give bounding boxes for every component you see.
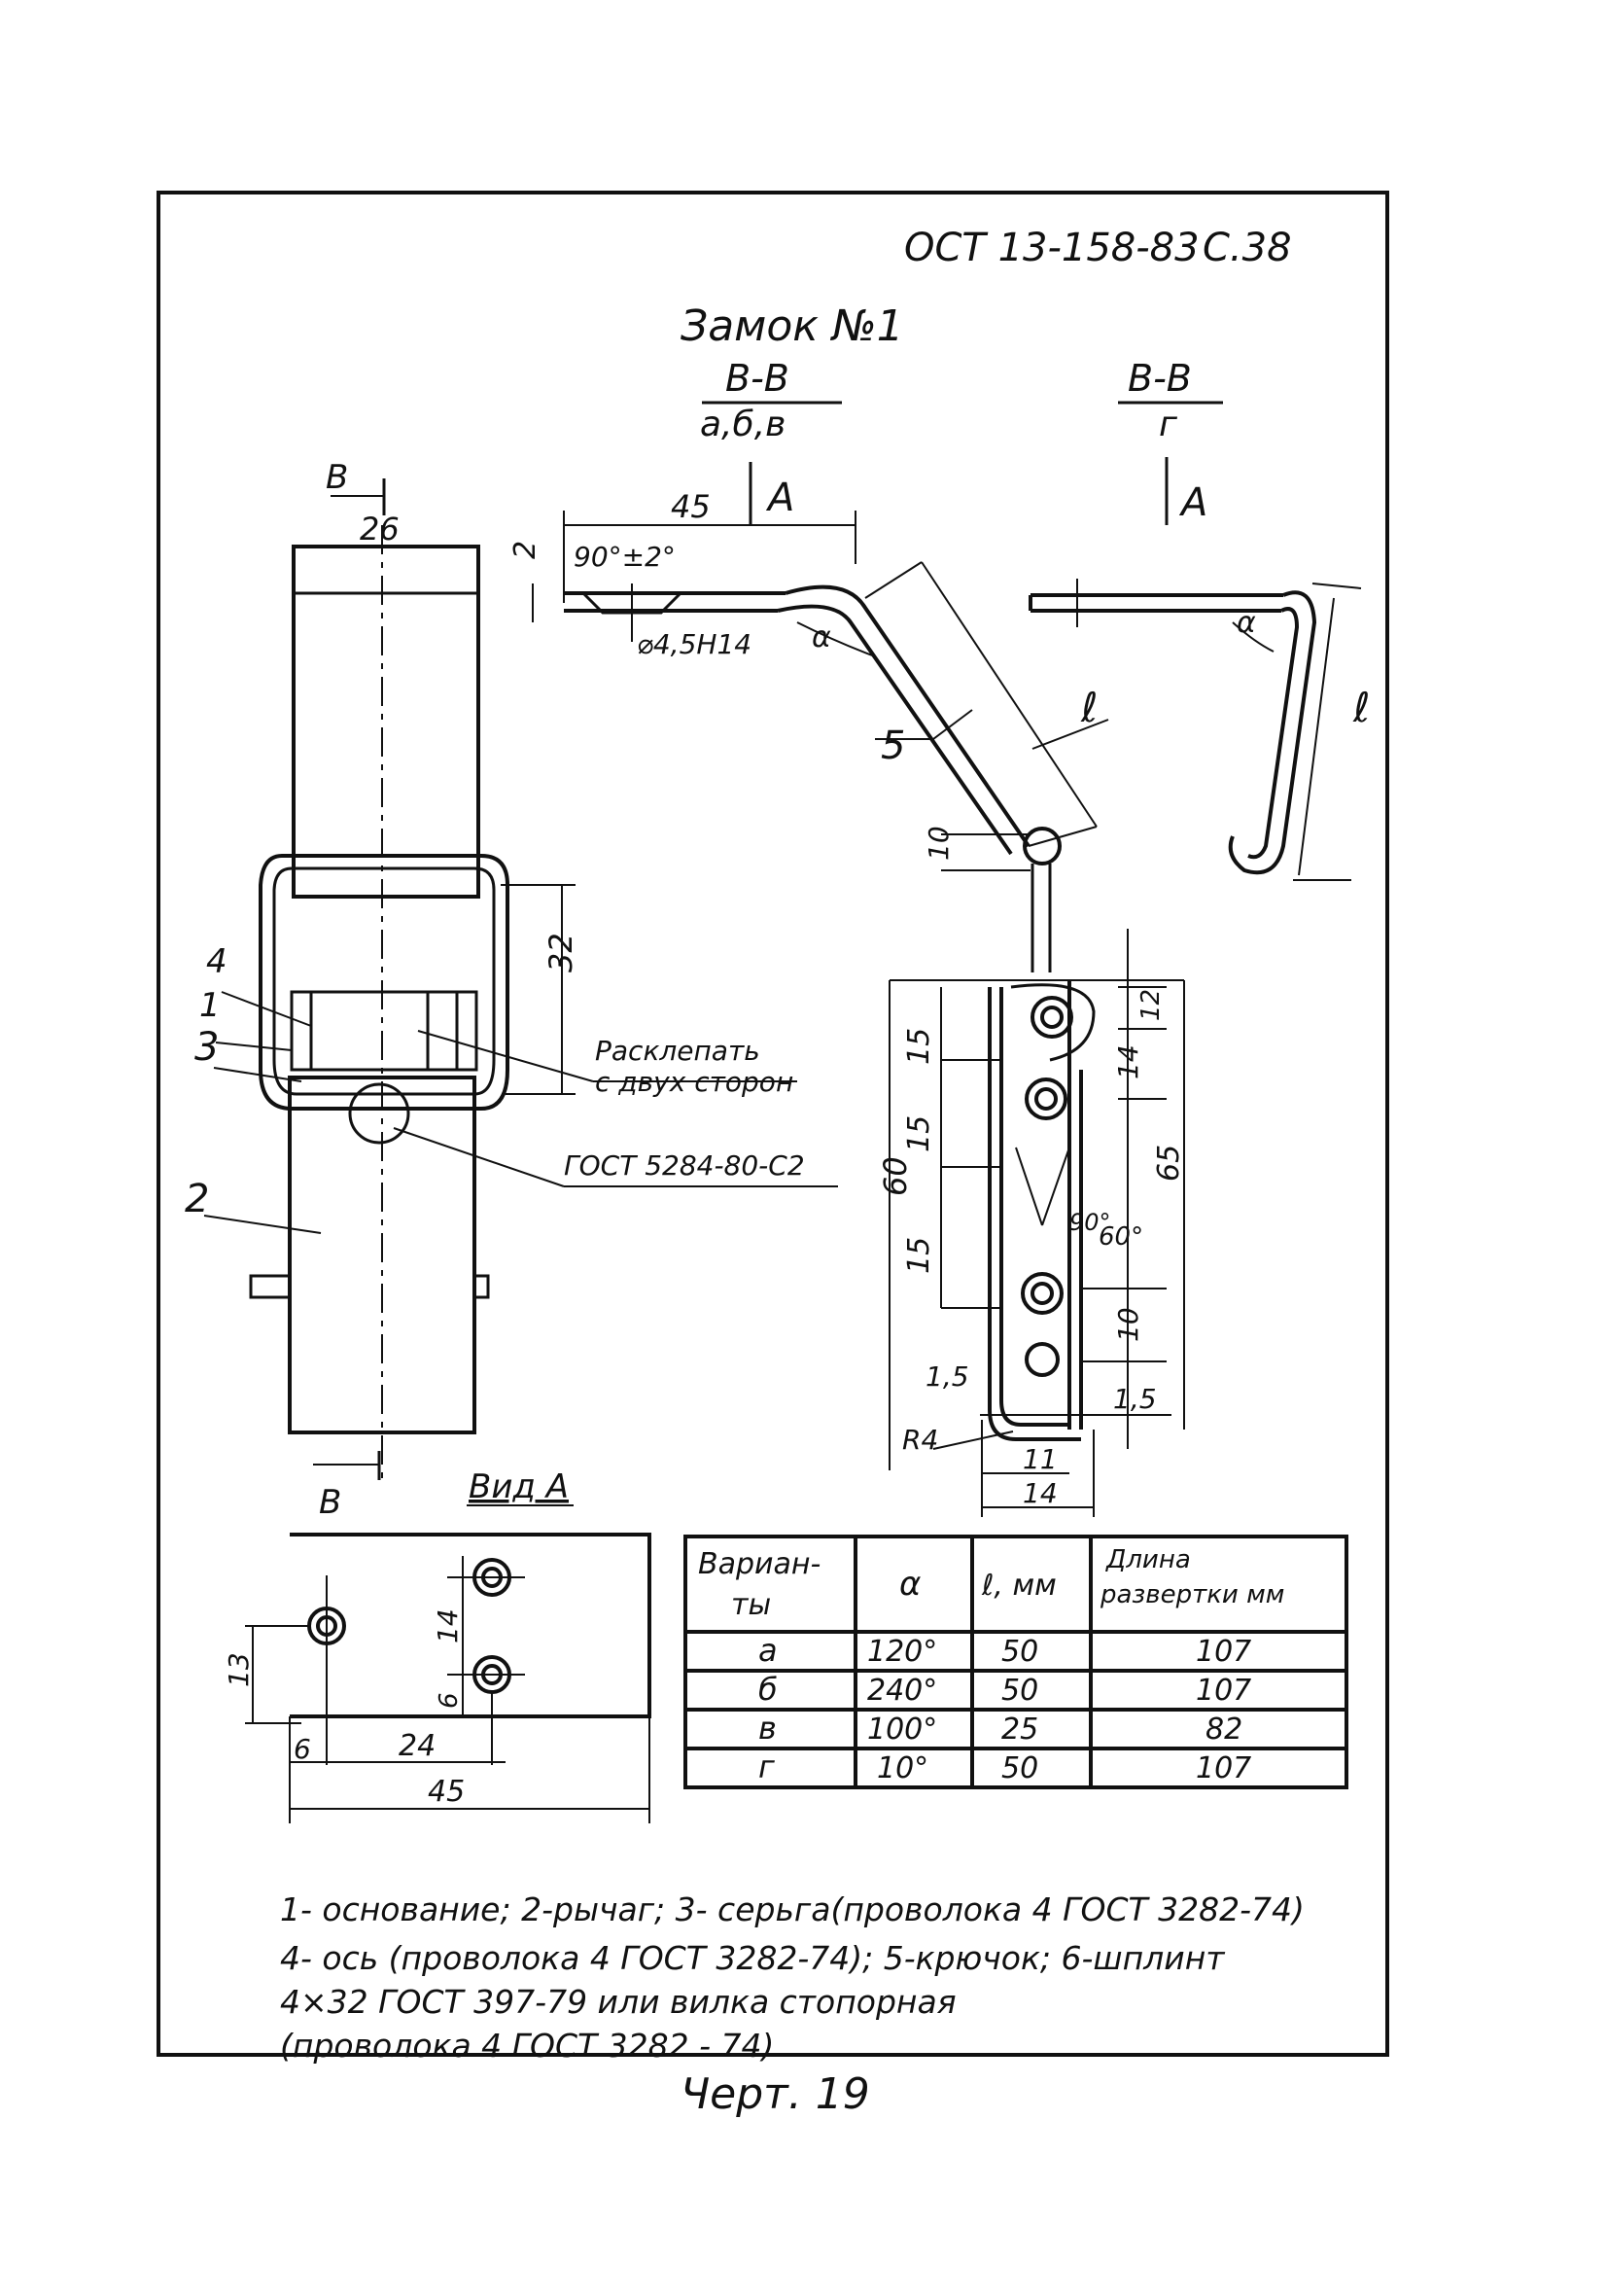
table-cell-l: 25 [1001,1713,1038,1747]
rivet-note-line1: Расклепать [595,1035,760,1067]
legend-line-1: 1- основание; 2-рычаг; 3- серьга(проволо… [280,1890,1305,1928]
dim-14-side: 14 [1112,1044,1144,1079]
side-section-view [889,929,1185,1517]
length-l-g: ℓ [1352,684,1370,731]
view-a-mark-main: А [765,476,794,520]
gost-reference: ГОСТ 5284-80-С2 [564,1149,805,1182]
variants-table [683,1535,1348,1789]
section-mark-top: В [326,458,348,497]
table-header-variants-2: ты [731,1588,771,1622]
dim-13: 13 [223,1652,255,1687]
table-cell-alpha: 10° [877,1751,928,1785]
callout-1: 1 [199,986,221,1025]
section-label-main-bottom: а,б,в [700,405,786,444]
table-cell-variant: г [758,1748,775,1785]
dim-width-26: 26 [360,511,400,548]
dim-45: 45 [671,488,711,525]
legend-line-2: 4- ось (проволока 4 ГОСТ 3282-74); 5-крю… [280,1939,1226,1977]
dim-r4: R4 [902,1424,938,1456]
section-label-variant-g: В-В г [1118,357,1223,444]
dim-15-b: 15 [902,1115,936,1152]
drawing-number: Черт. 19 [681,2069,870,2119]
dim-60: 60 [877,1156,914,1196]
angle-60: 60° [1099,1222,1143,1252]
dim-32: 32 [542,933,579,972]
page-number: С.38 [1203,226,1292,270]
dim-15-c: 15 [902,1237,936,1274]
dim-6-vertical: 6 [435,1692,464,1709]
dim-14-bottom: 14 [1023,1477,1058,1509]
table-cell-l: 50 [1001,1751,1038,1785]
view-a-title: Вид А [469,1467,569,1506]
dim-65: 65 [1152,1145,1186,1182]
table-cell-variant: а [758,1632,778,1669]
table-header-variants-1: Вариан- [698,1547,821,1581]
dim-6: 6 [294,1733,311,1765]
section-view-g [1029,457,1362,881]
section-label-g-top: В-В [1128,357,1192,400]
table-cell-length: 82 [1205,1713,1242,1747]
dim-thickness-2: 2 [508,541,542,559]
rivet-note-line2: с двух сторон [595,1066,793,1098]
table-cell-l: 50 [1001,1635,1038,1669]
callout-3: 3 [194,1025,219,1070]
table-cell-variant: в [758,1710,777,1747]
dim-1-5-left: 1,5 [926,1360,969,1393]
section-label-main-top: В-В [725,357,789,400]
section-label-g-bottom: г [1159,405,1178,444]
table-header-length-1: Длина [1105,1545,1191,1574]
table-cell-variant: б [758,1671,778,1708]
dim-45-view: 45 [428,1775,465,1809]
section-mark-bottom: В [319,1483,341,1522]
section-view-main [532,462,1109,972]
table-cell-alpha: 120° [867,1635,937,1669]
callout-4: 4 [206,942,227,981]
table-header-l: ℓ, мм [981,1569,1057,1603]
drawing-title: Замок №1 [681,301,904,351]
dim-12: 12 [1136,989,1166,1021]
dim-hole: ⌀4,5Н14 [637,628,751,660]
table-cell-length: 107 [1196,1751,1251,1785]
view-a-mark-g: А [1178,480,1207,525]
dim-11: 11 [1023,1443,1058,1475]
legend-line-4: (проволока 4 ГОСТ 3282 - 74) [280,2027,774,2065]
table-header-length-2: развертки мм [1100,1580,1284,1609]
dim-chamfer: 90°±2° [574,541,676,573]
table-header-alpha: α [899,1565,921,1604]
angle-alpha-g: α [1237,606,1256,640]
angle-alpha-main: α [812,620,831,654]
table-cell-length: 107 [1196,1635,1251,1669]
table-cell-l: 50 [1001,1674,1038,1708]
front-view: В 26 В [203,458,838,1522]
view-a-drawing [245,1533,651,1823]
table-cell-alpha: 100° [867,1713,937,1747]
document-code: ОСТ 13-158-83 [904,226,1200,270]
table-cell-alpha: 240° [867,1674,937,1708]
dim-10-side: 10 [1112,1307,1144,1342]
dim-15-a: 15 [902,1028,936,1065]
section-label-main: В-В а,б,в [700,357,842,444]
length-l-main: ℓ [1080,684,1098,731]
dim-1-5-right: 1,5 [1113,1383,1157,1415]
callout-5: 5 [881,724,905,768]
callout-2: 2 [185,1177,209,1221]
sheet-frame [157,191,1389,2057]
dim-10-top: 10 [923,826,955,861]
table-cell-length: 107 [1196,1674,1251,1708]
angle-90: 90° [1069,1209,1111,1236]
legend-line-3: 4×32 ГОСТ 397-79 или вилка стопорная [280,1983,957,2021]
dim-14-view: 14 [432,1608,464,1643]
dim-24: 24 [399,1729,436,1763]
